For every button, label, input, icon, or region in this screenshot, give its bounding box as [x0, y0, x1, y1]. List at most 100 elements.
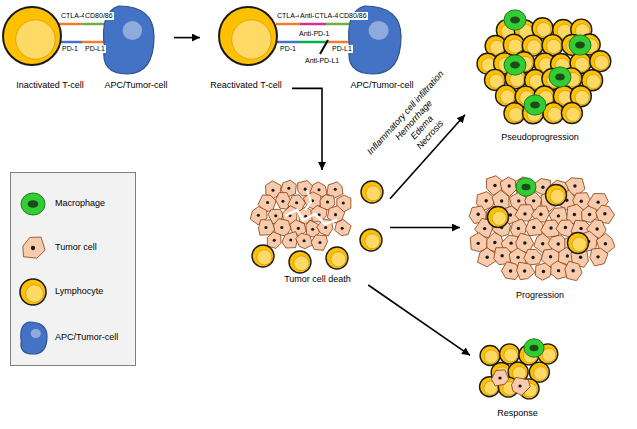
tumor-cell-nucleus [509, 269, 512, 272]
lymphocyte-body [361, 181, 383, 203]
legend-entry: Lymphocyte [11, 275, 135, 309]
macrophage-body [21, 193, 45, 215]
cd80-ligand [82, 23, 104, 26]
tumor-cell-body [525, 218, 543, 236]
molecule-label: CD80/86 [338, 12, 368, 20]
macrophage-nucleus [28, 200, 39, 208]
lymphocyte-nucleus [26, 285, 44, 303]
legend-entry: Macrophage [11, 187, 135, 221]
node-label: Tumor cell death [245, 274, 390, 285]
connector-arrow [174, 37, 200, 39]
tumor-cell-nucleus [588, 213, 591, 216]
tumor-cell-nucleus [280, 226, 283, 229]
lymphocyte-body [360, 229, 382, 251]
lymphocyte [590, 51, 611, 72]
tumor-cell-nucleus [266, 201, 269, 204]
tumor-cell-nucleus [579, 256, 582, 259]
tumor-cell-nucleus [541, 186, 544, 189]
lymphocyte-nucleus [508, 39, 522, 53]
tumor-cell-nucleus [483, 227, 486, 230]
tumor-cell [511, 377, 530, 395]
cell-cluster: Tumor cell death [245, 170, 390, 285]
tumor-cell-nucleus [295, 201, 298, 204]
lymphocyte-nucleus [527, 40, 541, 54]
tumor-cell-nucleus [532, 226, 535, 229]
tumor-cell-nucleus [571, 269, 574, 272]
tumor-cell-nucleus [271, 189, 274, 192]
tumor-cell [267, 232, 281, 249]
molecule-label: Anti-PD-1 [298, 30, 330, 38]
tumor-cell-nucleus [596, 200, 599, 203]
macrophage-body [569, 35, 591, 55]
apc-nucleus [369, 21, 389, 40]
tumor-cell-nucleus [531, 256, 534, 259]
tumor-cell-nucleus [541, 242, 544, 245]
legend-swatch-box [17, 275, 49, 309]
tumor-cell-nucleus [539, 213, 542, 216]
lymphocyte-nucleus [257, 250, 272, 265]
macrophage-body [524, 95, 546, 115]
node-label: Response [470, 408, 565, 419]
lymphocyte-body [568, 233, 589, 254]
lymphocyte-nucleus [575, 90, 589, 104]
tumor-cell-nucleus [516, 256, 519, 259]
tumor-cell-nucleus [257, 214, 260, 217]
tumor-cell-body [491, 370, 509, 386]
tumor-cell-body [590, 248, 608, 266]
legend-swatch-box [17, 321, 49, 355]
molecule-label: PD-L1 [331, 45, 353, 53]
molecule-label: CTLA-4 [60, 12, 86, 20]
pdl1-ligand [82, 41, 104, 44]
tumor-cell-nucleus [500, 199, 503, 202]
tumor-cell-nucleus [509, 241, 512, 244]
macrophage [569, 35, 591, 55]
macrophage-body [516, 178, 536, 196]
tumor-cell [525, 218, 543, 236]
tumor-cell-nucleus [518, 384, 521, 387]
tumor-cell-nucleus [273, 239, 276, 242]
tumor-cell [23, 237, 45, 258]
lymphocyte-nucleus [294, 256, 309, 271]
lymphocyte-body [500, 344, 520, 364]
lymphocyte [326, 247, 348, 269]
tumor-cell-body [282, 232, 298, 248]
tumor-cell [491, 370, 509, 386]
macrophage-nucleus [510, 16, 520, 23]
macrophage [21, 193, 45, 215]
node-label: Progression [460, 290, 620, 301]
tumor-cell-body [335, 219, 351, 235]
tumor-cell-body [535, 263, 552, 280]
macrophage-nucleus [575, 41, 585, 48]
macrophage [549, 67, 571, 87]
lymphocyte [546, 185, 567, 206]
lymphocyte-body [289, 251, 311, 273]
legend-text: Macrophage [55, 198, 105, 209]
node-label: Pseudoprogression [465, 132, 615, 143]
tumor-cell-nucleus [532, 199, 535, 202]
tumor-cell-body [565, 261, 582, 280]
tumor-cell-nucleus [341, 227, 344, 230]
lymphocyte-body [20, 279, 46, 305]
tumor-cell-nucleus [523, 212, 526, 215]
macrophage-nucleus [530, 101, 540, 108]
lymphocyte [361, 181, 383, 203]
lymphocyte [568, 233, 589, 254]
tumor-cell-nucleus [509, 213, 512, 216]
tumor-cell-nucleus [580, 199, 583, 202]
lymphocyte-nucleus [572, 237, 586, 251]
node-label: APC/Tumor-cell [340, 80, 424, 91]
lymphocyte-nucleus [331, 252, 346, 267]
lymphocyte [289, 251, 311, 273]
connector-arrow [292, 88, 322, 170]
macrophage-nucleus [555, 73, 565, 80]
lymphocyte-body [546, 185, 567, 206]
lymphocyte-nucleus [504, 348, 518, 362]
macrophage [524, 339, 544, 357]
legend-swatch-box [17, 231, 49, 265]
tumor-cell-nucleus [564, 226, 567, 229]
tumor-cell-nucleus [342, 201, 345, 204]
tumor-cell-nucleus [573, 213, 576, 216]
cd80-ligand [326, 23, 350, 26]
macrophage-body [504, 10, 526, 30]
tumor-cell-nucleus [334, 213, 337, 216]
